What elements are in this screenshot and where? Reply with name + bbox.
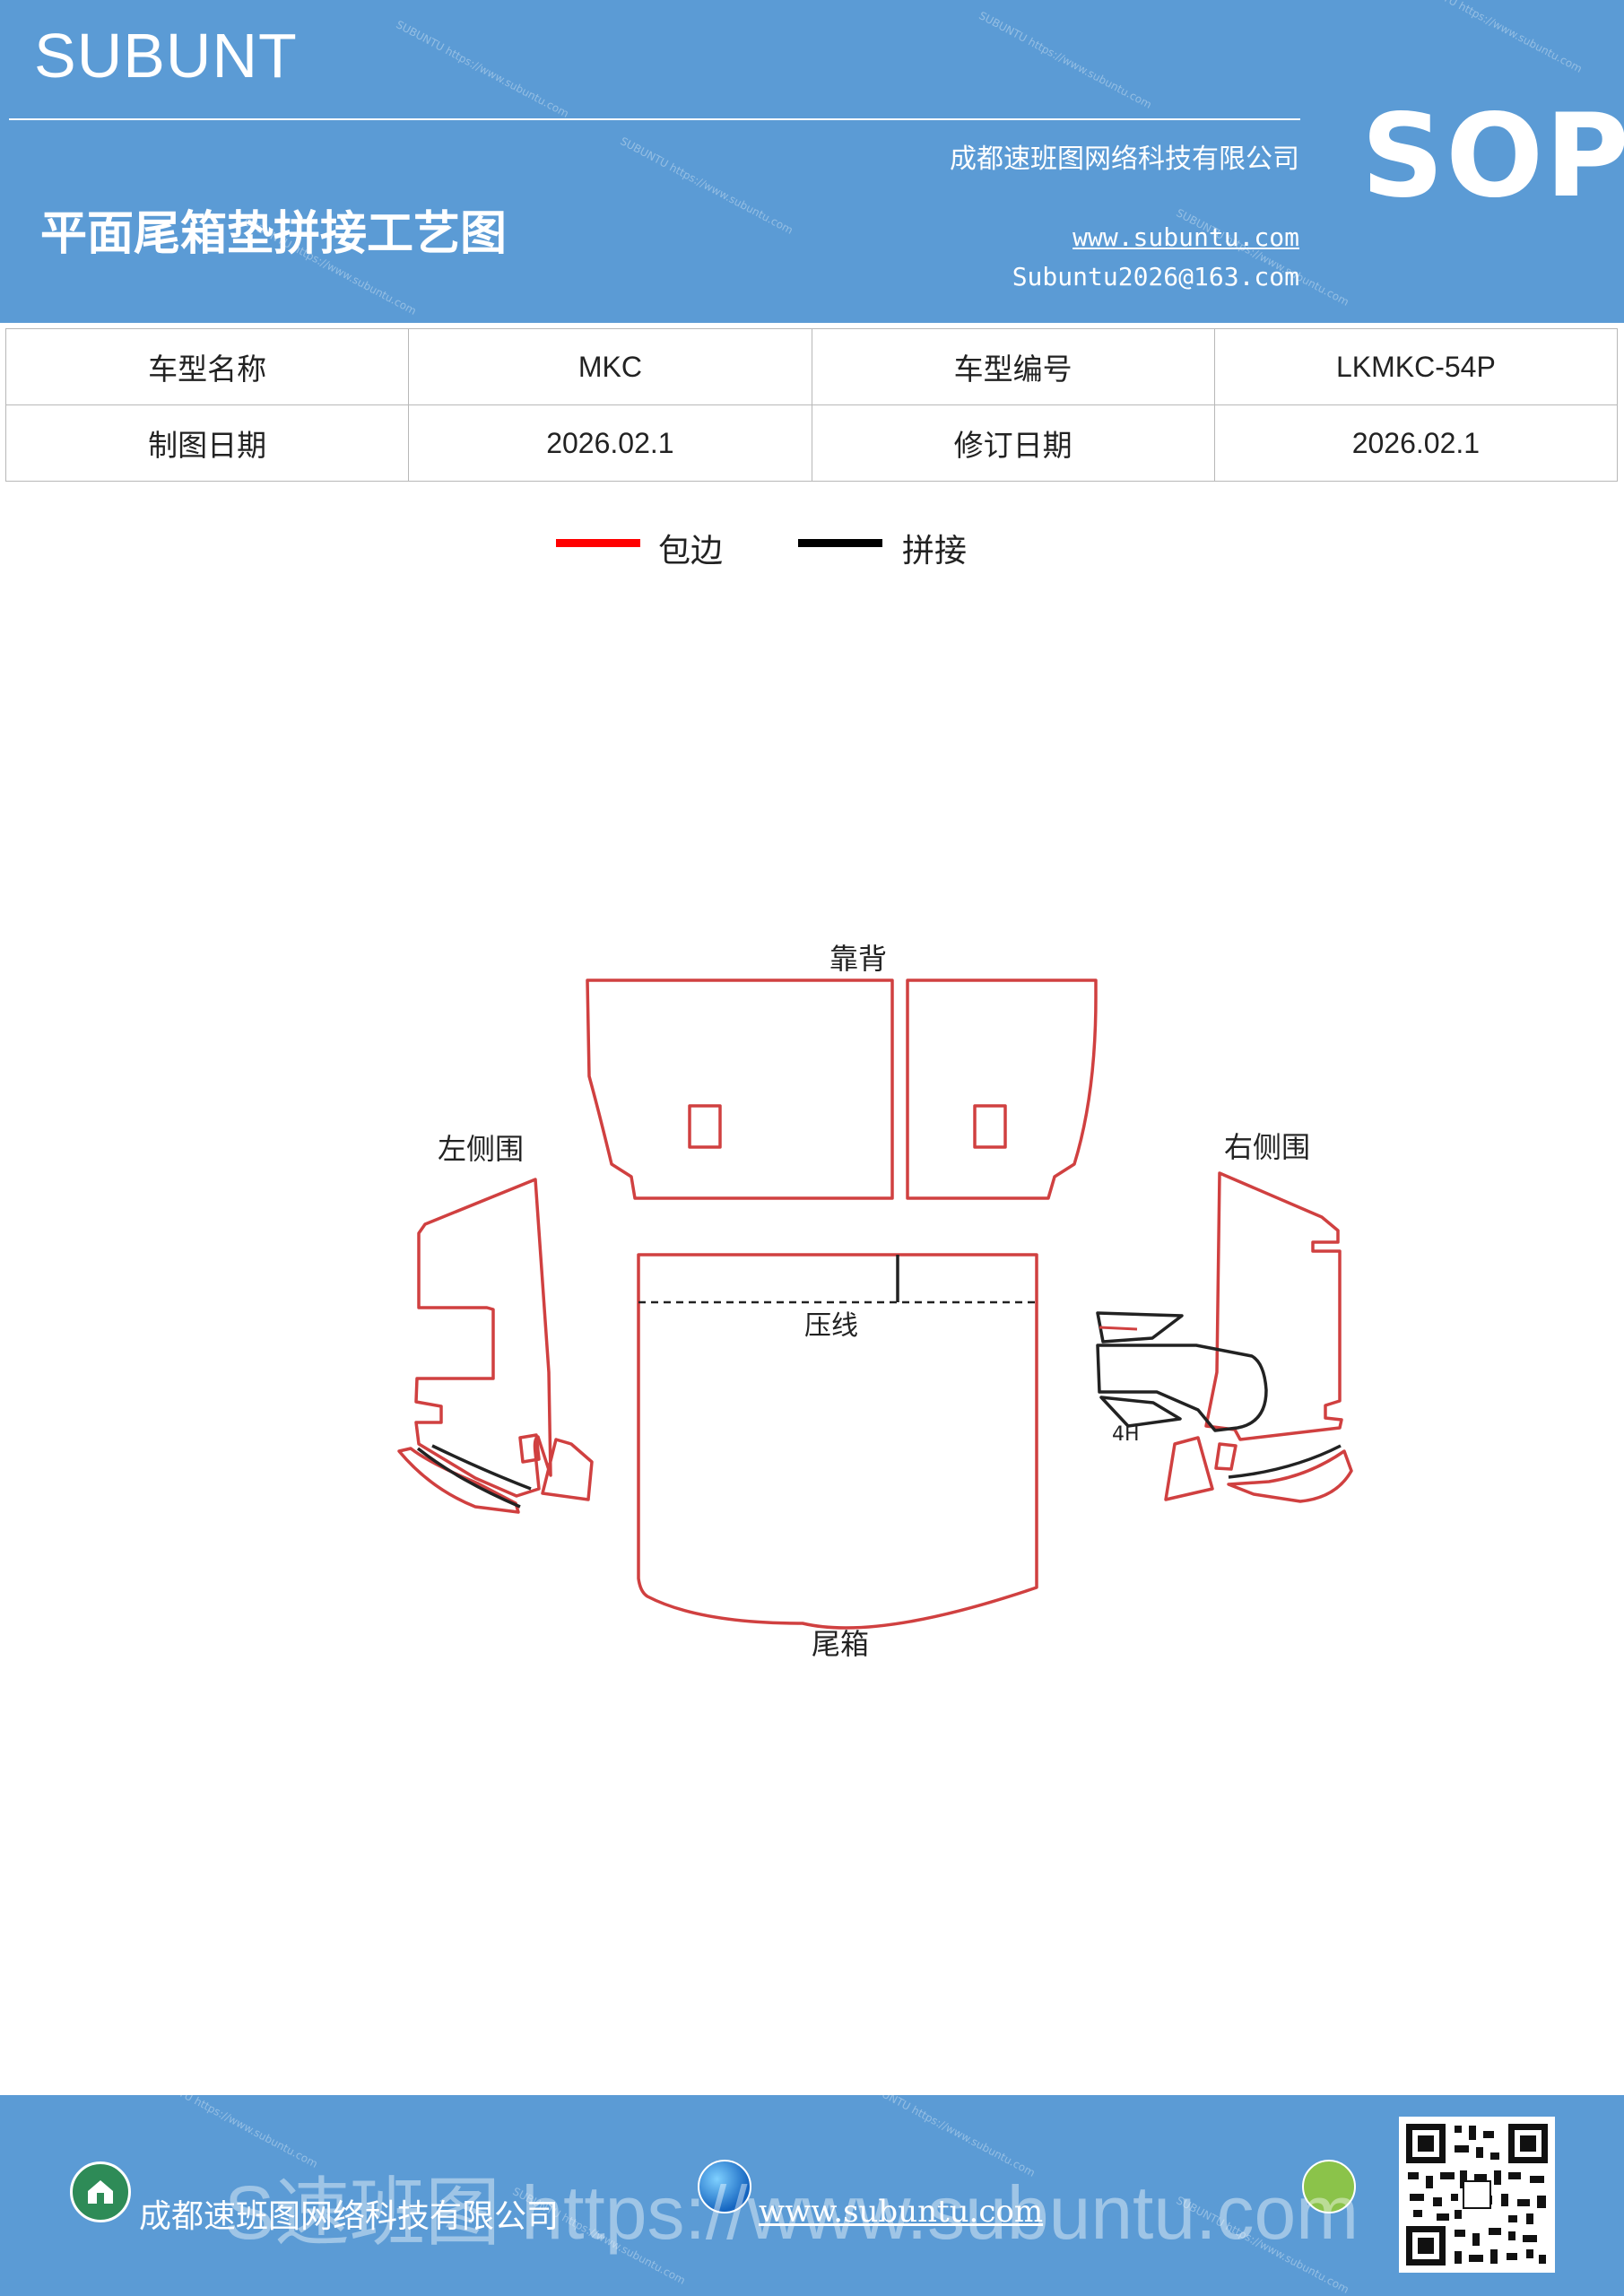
backrest-left-panel (586, 978, 894, 1200)
label-vehicle-name: 车型名称 (4, 328, 410, 405)
left-join-seam (416, 1447, 521, 1509)
legend-join (798, 525, 888, 571)
table-row: 制图日期 2026.02.1 修订日期 2026.02.1 (4, 404, 1619, 482)
footer-website-link[interactable]: www.subuntu.com (759, 2194, 1044, 2230)
right-connector-edging (1099, 1326, 1138, 1331)
value-revision-date: 2026.02.1 (1213, 404, 1619, 482)
email-address: Subuntu2026@163.com (1012, 262, 1299, 291)
vehicle-info-table: 车型名称 MKC 车型编号 LKMKC-54P 制图日期 2026.02.1 修… (4, 328, 1619, 482)
label-crease: 压线 (804, 1310, 858, 1342)
backrest-left-cutout (688, 1104, 722, 1149)
document-title: 平面尾箱垫拼接工艺图 (40, 207, 508, 261)
legend-join-swatch (798, 539, 882, 547)
right-join-curve (1228, 1444, 1342, 1479)
header-divider (9, 118, 1300, 120)
value-vehicle-code: LKMKC-54P (1213, 328, 1619, 405)
value-drawing-date: 2026.02.1 (408, 404, 812, 482)
right-connector-middle (1096, 1344, 1268, 1432)
globe-icon (698, 2160, 751, 2213)
label-drawing-date: 制图日期 (4, 404, 410, 482)
left-join-curve (431, 1444, 532, 1491)
label-backrest: 靠背 (829, 942, 887, 976)
header-banner: SUBUNT SOP 成都速班图网络科技有限公司 平面尾箱垫拼接工艺图 www.… (0, 0, 1624, 323)
legend-join-label: 拼接 (902, 533, 968, 570)
label-small-piece: 4H (1112, 1423, 1140, 1446)
home-icon (70, 2161, 131, 2222)
table-row: 车型名称 MKC 车型编号 LKMKC-54P (4, 328, 1619, 405)
left-side-tab (397, 1447, 520, 1514)
wechat-icon (1302, 2160, 1356, 2213)
backrest-right-panel (906, 978, 1098, 1200)
label-right-side: 右侧围 (1224, 1130, 1310, 1164)
right-side-notch (1214, 1442, 1238, 1471)
legend-edging (556, 525, 646, 571)
website-link[interactable]: www.subuntu.com (1073, 222, 1299, 252)
right-side-flap (1164, 1436, 1214, 1501)
right-side-tab (1227, 1449, 1353, 1503)
value-vehicle-name: MKC (408, 328, 812, 405)
legend-edging-label: 包边 (658, 533, 724, 570)
footer-banner: 成都速班图网络科技有限公司 www.subuntu.com S速班图 https… (0, 2095, 1624, 2296)
qr-code-icon (1401, 2118, 1553, 2271)
trunk-floor-panel (637, 1253, 1038, 1630)
right-connector-bottom (1099, 1396, 1182, 1428)
qr-code[interactable] (1399, 2117, 1555, 2273)
company-name: 成都速班图网络科技有限公司 (950, 144, 1299, 175)
left-side-notch (518, 1433, 541, 1464)
backrest-right-cutout (973, 1104, 1007, 1149)
label-trunk: 尾箱 (812, 1627, 869, 1661)
sop-badge: SOP (1361, 90, 1624, 223)
brand-name: SUBUNT (34, 21, 298, 91)
footer-company-name: 成都速班图网络科技有限公司 (139, 2198, 560, 2235)
label-left-side: 左侧围 (438, 1132, 524, 1166)
label-vehicle-code: 车型编号 (811, 328, 1215, 405)
right-side-panel (1204, 1171, 1343, 1441)
right-connector-top (1096, 1311, 1184, 1344)
left-side-flap (541, 1438, 594, 1501)
footer-watermark-overlay: S速班图 https://www.subuntu.com (224, 2170, 1359, 2255)
label-revision-date: 修订日期 (811, 404, 1215, 482)
legend-edging-swatch (556, 539, 640, 547)
